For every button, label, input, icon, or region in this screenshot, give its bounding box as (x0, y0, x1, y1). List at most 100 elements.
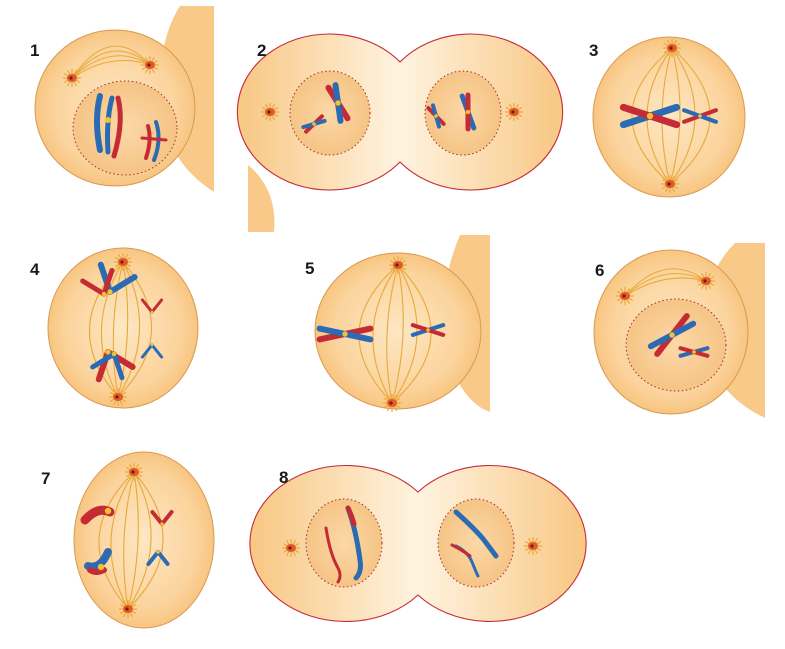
panel-4 (47, 247, 199, 409)
spindle (98, 471, 164, 610)
centrosome (119, 600, 137, 618)
centromere (160, 522, 164, 526)
cell-body (47, 247, 199, 409)
chromatid-arm (111, 351, 125, 381)
centriole-core (125, 607, 129, 611)
spindle-fiber (127, 471, 152, 610)
chromatin-thread (140, 136, 168, 142)
spindle-fiber (71, 50, 151, 79)
spindle-fiber (624, 273, 707, 297)
panel-2 (236, 33, 564, 191)
chromosome (325, 82, 351, 124)
neighbor-cell (248, 165, 275, 232)
centriole-core (622, 294, 626, 298)
chromatin-thread (94, 93, 103, 153)
chromatid-v (140, 298, 164, 314)
centriole-core (395, 263, 399, 267)
centrosome (697, 272, 715, 290)
panel-7 (73, 451, 215, 629)
centriole-core (389, 401, 393, 405)
centromere (342, 331, 348, 337)
centromere (150, 310, 154, 314)
cell-body (73, 451, 215, 629)
panel-label: 8 (279, 468, 288, 487)
centriole-core (530, 544, 534, 548)
chromatid-v (80, 267, 115, 297)
centromere (111, 351, 117, 357)
chromatid-v (140, 343, 164, 359)
spindle-fiber (100, 261, 124, 398)
centrosome (616, 287, 634, 305)
chromatid-arm (140, 298, 154, 314)
centromere (312, 122, 316, 126)
panel-label: 3 (589, 41, 598, 60)
chromosome (316, 325, 374, 343)
centrosome (389, 256, 407, 274)
chromosome (410, 323, 446, 337)
centrosome (63, 69, 81, 87)
nucleus (437, 498, 515, 588)
nucleus (424, 70, 502, 156)
centromere (646, 112, 654, 120)
chromatin-thread (450, 543, 472, 558)
spindle-fiber (669, 47, 711, 185)
nucleus (289, 70, 371, 156)
panel-8 (249, 464, 587, 623)
chromatid-arm (150, 298, 164, 314)
aster-fibers (624, 268, 707, 297)
cell-outline (249, 464, 587, 623)
centromere (105, 349, 111, 355)
centriole-core (120, 260, 124, 264)
chromosome (647, 313, 697, 357)
spindle-fiber (624, 277, 707, 297)
chromatin-thread (87, 567, 107, 575)
centromere (669, 332, 675, 338)
centrosome (141, 56, 159, 74)
panel-label: 5 (305, 259, 314, 278)
panel-1 (34, 29, 196, 187)
centrosome (109, 388, 127, 406)
chromosome (678, 346, 710, 358)
chromatin-thread (84, 548, 112, 571)
centromere (434, 114, 438, 118)
centromere (465, 109, 471, 115)
centrosome (114, 253, 132, 271)
chromatin-thread (144, 124, 152, 160)
centriole-core (667, 182, 671, 186)
chromosome (619, 103, 681, 129)
centriole-core (69, 76, 73, 80)
centriole-core (288, 546, 292, 550)
panel-label: 6 (595, 261, 604, 280)
nucleus (625, 298, 727, 392)
chromatid-arm (156, 550, 170, 566)
nucleus (72, 80, 178, 176)
chromatid-arm (150, 343, 164, 359)
centromere (105, 117, 111, 123)
spindle-fiber (386, 264, 399, 404)
chromatin-thread (324, 526, 342, 584)
centromere (101, 291, 107, 297)
spindle-fiber (669, 47, 681, 185)
chromosome (426, 103, 446, 129)
centromere (107, 289, 113, 295)
centrosome (524, 537, 542, 555)
centrosome (661, 175, 679, 193)
spindle-fiber (71, 45, 151, 79)
centromere (104, 507, 112, 515)
chromatid-arm (80, 278, 107, 297)
nucleus (305, 498, 383, 588)
centromere (156, 550, 160, 554)
spindle-fiber (71, 60, 151, 79)
centriole-core (511, 110, 515, 114)
chromatid-v (90, 351, 125, 381)
cell-outline (236, 33, 564, 191)
panel-label: 2 (257, 41, 266, 60)
centrosome (125, 463, 143, 481)
chromatid-v (150, 510, 174, 526)
spindle-fiber (372, 264, 399, 404)
panel-3 (592, 36, 746, 198)
chromatid-arm (160, 510, 174, 526)
spindle-fiber (631, 47, 673, 185)
